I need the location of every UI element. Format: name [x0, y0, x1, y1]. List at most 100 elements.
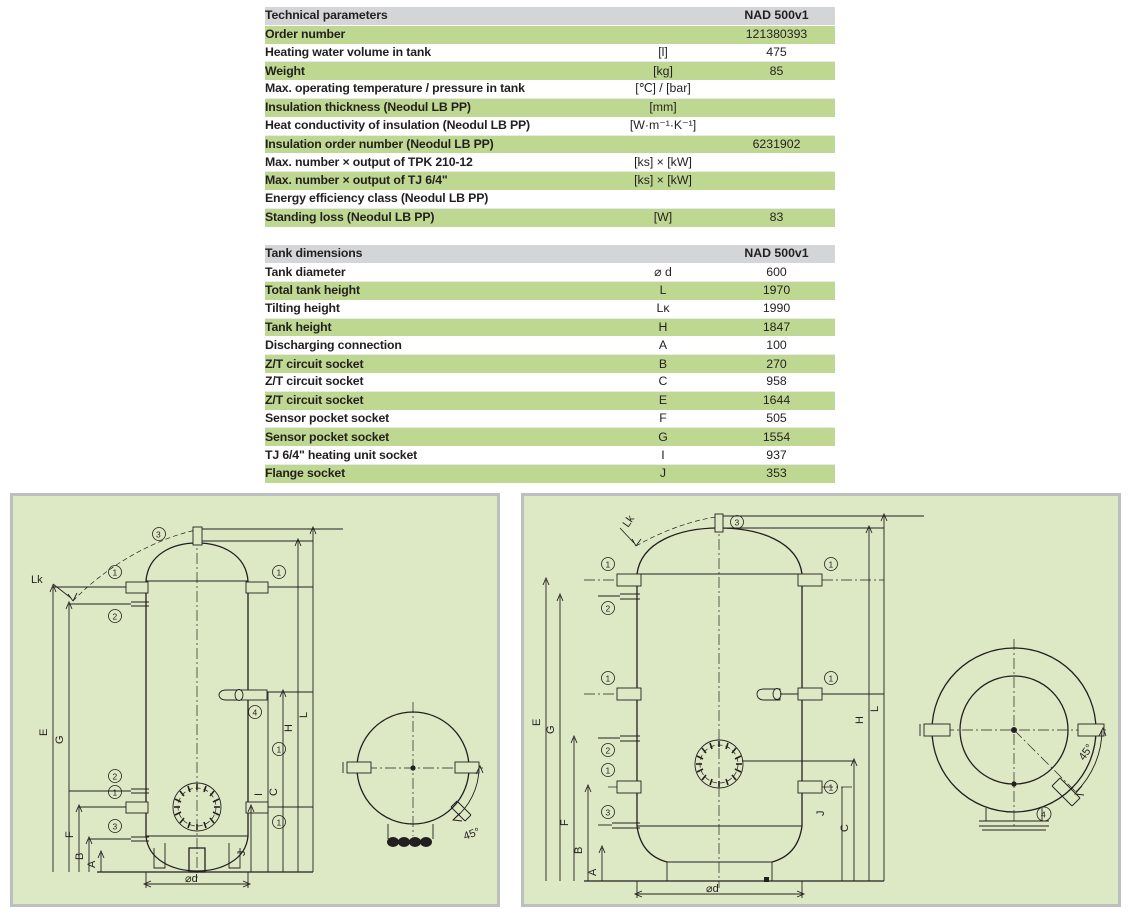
sensor-pocket-upper: 2 [598, 593, 640, 615]
table-row: Tilting height Lκ 1990 [265, 299, 835, 319]
dim-H: H [854, 716, 866, 724]
table-row: Standing loss (Neodul LB PP) [W] 83 [265, 208, 835, 227]
row-label: Sensor pocket socket [265, 409, 608, 429]
header-label: Tank dimensions [265, 245, 608, 264]
table-row: Energy efficiency class (Neodul LB PP) [265, 189, 835, 209]
row-unit: I [608, 446, 718, 466]
header-value: NAD 500v1 [718, 245, 835, 264]
header-unit [608, 245, 718, 264]
dim-J: J [236, 851, 248, 857]
callout-1-upper-left: 1 [113, 568, 118, 578]
row-value: 270 [718, 354, 835, 374]
dim-J: J [815, 811, 827, 817]
table-header-row: Tank dimensions NAD 500v1 [265, 245, 835, 264]
dim-B: B [74, 853, 86, 860]
callout-3-top: 3 [156, 530, 161, 540]
table-row: Sensor pocket socket G 1554 [265, 427, 835, 447]
callout-2-lower: 2 [113, 772, 118, 782]
tank-dimensions-table: Tank dimensions NAD 500v1 Tank diameter … [265, 245, 835, 483]
row-label: Total tank height [265, 281, 608, 300]
row-unit: [W·m⁻¹·K⁻¹] [608, 116, 718, 136]
row-label: Z/T circuit socket [265, 391, 608, 410]
dim-G: G [54, 735, 66, 744]
callout-1-mid-left: 1 [606, 674, 611, 684]
callout-1-mid: 1 [277, 745, 282, 755]
header-value: NAD 500v1 [718, 7, 835, 26]
row-value: 1970 [718, 281, 835, 300]
row-value: 83 [718, 208, 835, 227]
row-unit: [kg] [608, 61, 718, 81]
table-row: Z/T circuit socket C 958 [265, 373, 835, 392]
table-row: Order number 121380393 [265, 25, 835, 44]
callout-1-lower-left: 1 [606, 766, 611, 776]
row-label: Insulation thickness (Neodul LB PP) [265, 98, 608, 117]
callout-1-lower-right: 1 [277, 818, 282, 828]
flange-detail [694, 739, 854, 789]
table-row: Insulation thickness (Neodul LB PP) [mm] [265, 98, 835, 117]
row-label: Insulation order number (Neodul LB PP) [265, 135, 608, 154]
lk-label: Lk [31, 574, 43, 586]
top-socket: 3 [152, 526, 343, 546]
dim-F: F [64, 831, 76, 838]
drawing-panel-bare-tank: Lk 3 1 1 [10, 493, 500, 907]
row-unit: H [608, 318, 718, 337]
insulated-tank-drawing: Lk 3 1 1 [531, 512, 1107, 898]
socket-row-upper: 1 1 [53, 565, 313, 594]
table-row: Max. number × output of TPK 210-12 [ks] … [265, 153, 835, 173]
row-unit: F [608, 409, 718, 429]
row-label: TJ 6/4" heating unit socket [265, 446, 608, 466]
table-row: Flange socket J 353 [265, 464, 835, 483]
row-unit [608, 135, 718, 154]
heating-unit-socket: 4 [218, 689, 313, 719]
table-row: Z/T circuit socket E 1644 [265, 391, 835, 410]
row-label: Discharging connection [265, 336, 608, 356]
callout-3-lower: 3 [113, 822, 118, 832]
dim-G: G [545, 725, 557, 734]
row-value [718, 153, 835, 173]
bare-tank-drawing: Lk 3 1 1 [31, 525, 484, 888]
row-value: 353 [718, 464, 835, 483]
row-label: Energy efficiency class (Neodul LB PP) [265, 189, 608, 209]
callout-1-mid-right: 1 [829, 674, 834, 684]
drawing-panel-insulated-tank: Lk 3 1 1 [521, 493, 1121, 907]
dimension-stack-right: L H C I J [236, 525, 317, 872]
dim-L: L [869, 706, 881, 712]
callout-1-lower-right: 1 [829, 783, 834, 793]
row-unit: Lκ [608, 299, 718, 319]
callout-4-bubble [1036, 806, 1052, 822]
row-unit: E [608, 391, 718, 410]
callout-1-upper-right: 1 [829, 560, 834, 570]
callout-1-lower-left: 1 [113, 788, 118, 798]
dimension-stack-left: E G F B A [531, 576, 606, 881]
tank-dimensions-body: Tank dimensions NAD 500v1 Tank diameter … [265, 245, 835, 483]
row-value: 1847 [718, 318, 835, 337]
dimension-stack-left: E G F B A [38, 583, 105, 872]
socket-row-lower: 1 1 [601, 763, 854, 794]
row-value: 1644 [718, 391, 835, 410]
callout-2-upper: 2 [113, 612, 118, 622]
table-row: Tank height H 1847 [265, 318, 835, 337]
diameter-dimension: ⌀d [142, 872, 252, 888]
row-value: 958 [718, 373, 835, 392]
dim-I: I [253, 793, 265, 796]
row-value: 1990 [718, 299, 835, 319]
angle-label: 45° [1077, 742, 1096, 763]
row-label: Tank height [265, 318, 608, 337]
row-label: Z/T circuit socket [265, 354, 608, 374]
table-row: Weight [kg] 85 [265, 61, 835, 81]
lk-label: Lk [621, 513, 638, 530]
row-value: 600 [718, 263, 835, 283]
dim-C: C [839, 824, 851, 832]
row-value: 1554 [718, 427, 835, 447]
row-value: 505 [718, 409, 835, 429]
row-unit: ⌀ d [608, 263, 718, 283]
row-value: 937 [718, 446, 835, 466]
row-label: Sensor pocket socket [265, 427, 608, 447]
row-value [718, 98, 835, 117]
table-row: TJ 6/4" heating unit socket I 937 [265, 446, 835, 466]
diameter-label: ⌀d [185, 873, 198, 885]
diameter-dimension: ⌀d [633, 881, 806, 898]
row-unit: G [608, 427, 718, 447]
row-unit: [l] [608, 43, 718, 63]
socket-row-mid: 1 1 [584, 671, 884, 701]
